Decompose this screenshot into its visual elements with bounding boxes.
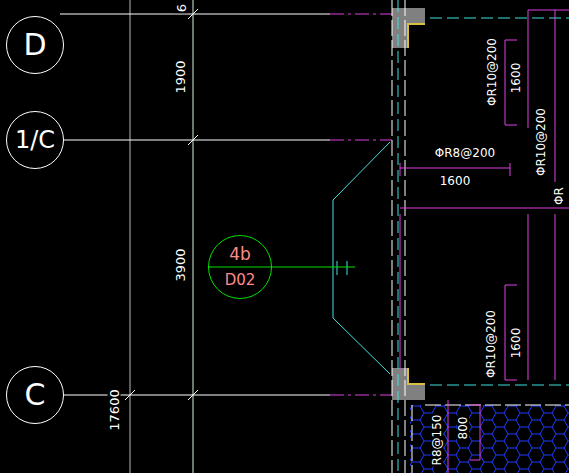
- rebar-text: ΦR10@200: [485, 309, 497, 379]
- column: [392, 8, 425, 400]
- dimension-text: 6: [175, 3, 188, 13]
- dimension-ticks: [125, 9, 198, 400]
- wall-lines: [392, 0, 569, 473]
- callout-text: D02: [225, 273, 256, 288]
- rebar-text: ΦR10@200: [535, 107, 547, 177]
- dimension-text: 1600: [510, 62, 522, 95]
- axis-bubble: 1/C: [6, 111, 64, 169]
- grid-line: [130, 0, 131, 473]
- axis-label: D: [23, 30, 46, 60]
- rebar-text: ΦR10@200: [486, 37, 498, 107]
- axis-bubble: C: [6, 366, 64, 424]
- dimension-text: 1900: [174, 59, 187, 94]
- rebar-text: ΦR: [553, 186, 565, 206]
- detail-callout: 4bD02: [208, 235, 272, 299]
- axis-extension: [330, 14, 392, 395]
- rebar-text: R8@150: [431, 414, 443, 467]
- opening-outline: [333, 142, 390, 374]
- dimension-text: 1600: [510, 327, 522, 360]
- axis-bubble: D: [6, 16, 64, 74]
- hatch: [410, 405, 569, 473]
- section-mark: [337, 261, 347, 275]
- rebar-text: ΦR8@200: [434, 147, 496, 159]
- grid-line: [193, 0, 194, 473]
- dimension-text: 1600: [439, 175, 472, 187]
- callout-text: 4b: [229, 246, 251, 263]
- rebar-lines: [400, 10, 569, 473]
- axis-label: C: [25, 380, 46, 410]
- dimension-text: 3900: [174, 247, 187, 282]
- dimension-text: 800: [457, 416, 469, 441]
- axis-lines: [60, 14, 330, 395]
- dimension-text: 17600: [108, 388, 121, 431]
- axis-label: 1/C: [15, 128, 55, 152]
- callout-leader: [208, 267, 355, 268]
